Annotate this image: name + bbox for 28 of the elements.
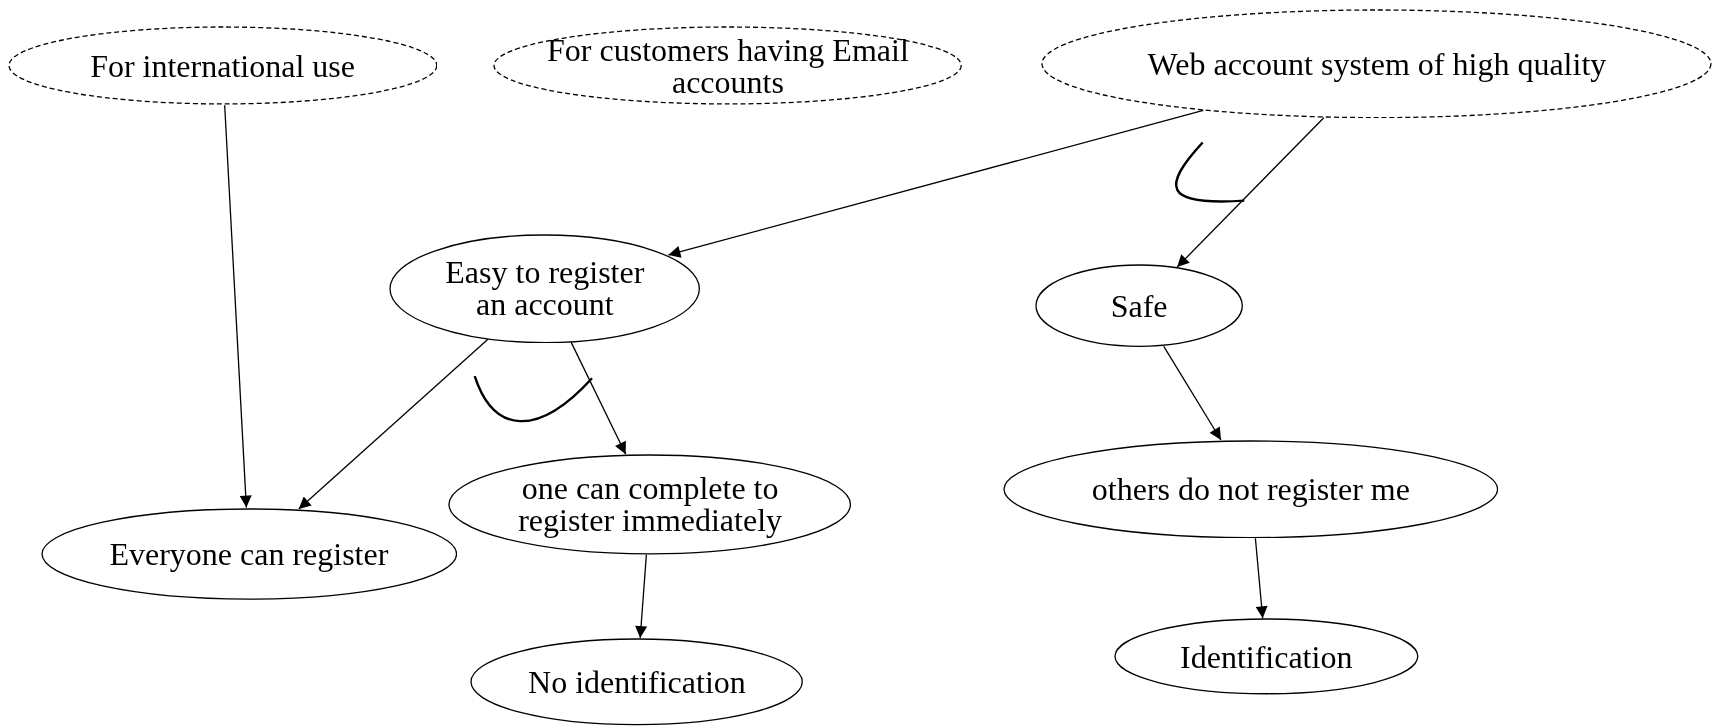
node-label: No identification — [527, 665, 747, 698]
arrow — [224, 104, 252, 509]
ellipse-node — [1113, 618, 1419, 696]
arrow — [570, 341, 627, 455]
node-label: Identification — [1179, 640, 1354, 673]
ellipse-node — [1003, 439, 1499, 539]
ellipse-node — [40, 507, 458, 600]
node-label: Web account system of high quality — [1146, 47, 1608, 80]
arrow — [1176, 117, 1325, 268]
node-label: others do not register me — [1090, 472, 1411, 505]
node-label: For customers having Email accounts — [546, 33, 910, 98]
arrow — [1254, 537, 1268, 619]
node-label: Everyone can register — [108, 537, 390, 570]
arrow — [298, 338, 489, 510]
arrow — [667, 109, 1204, 258]
ellipse-node — [470, 638, 804, 726]
dashed-ellipse-node — [1041, 8, 1713, 119]
ellipse-node — [448, 453, 852, 555]
node-label: Easy to register an account — [444, 256, 646, 321]
dashed-ellipse-node — [7, 26, 438, 106]
dashed-ellipse-node — [493, 26, 963, 106]
arrow — [1163, 345, 1222, 441]
node-label: one can complete to register immediately — [517, 472, 784, 537]
arrow — [635, 554, 648, 639]
node-label: For international use — [89, 49, 356, 82]
ellipse-node — [389, 233, 701, 344]
ellipse-node — [1034, 264, 1244, 348]
node-label: Safe — [1109, 289, 1169, 322]
